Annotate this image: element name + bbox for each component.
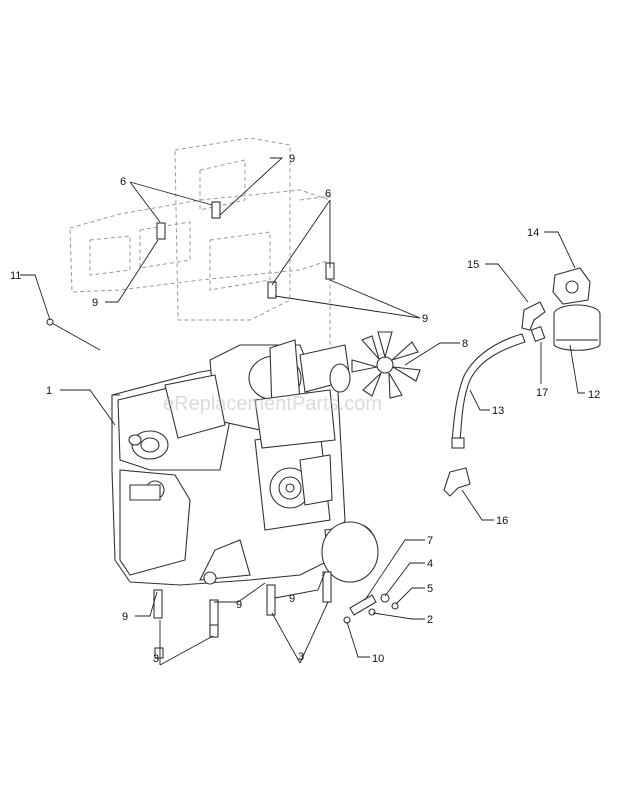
callout-9b: 9 [92, 297, 98, 309]
callout-10: 10 [372, 653, 384, 665]
callout-9e: 9 [236, 599, 242, 611]
callout-12: 12 [588, 389, 600, 401]
callout-15: 15 [467, 259, 479, 271]
small-hardware[interactable] [343, 593, 399, 624]
leader-lines [20, 157, 585, 666]
watermark: eReplacementParts.com [163, 393, 382, 415]
elbow-fitting-16[interactable] [443, 467, 471, 497]
dipstick[interactable] [46, 318, 101, 351]
callout-9c: 9 [422, 313, 428, 325]
filter-base[interactable] [552, 267, 591, 305]
callout-2: 2 [427, 614, 433, 626]
callout-3a: 3 [153, 653, 159, 665]
hydraulic-filter[interactable] [553, 304, 601, 351]
elbow-fitting-15[interactable] [521, 301, 546, 331]
studs[interactable] [156, 201, 335, 299]
callout-7: 7 [427, 535, 433, 547]
callout-17: 17 [536, 387, 548, 399]
callout-8: 8 [462, 338, 468, 350]
callout-4: 4 [427, 558, 433, 570]
pump-drive-flange[interactable] [321, 521, 379, 583]
callout-9d: 9 [122, 611, 128, 623]
hydraulic-hose[interactable] [451, 333, 526, 449]
cooling-fan[interactable] [351, 331, 421, 399]
callout-3b: 3 [298, 651, 304, 663]
callout-1: 1 [46, 385, 52, 397]
callout-13: 13 [492, 405, 504, 417]
callout-11: 11 [10, 270, 21, 282]
callout-6b: 6 [325, 188, 331, 200]
callout-16: 16 [496, 515, 508, 527]
mounting-bolts[interactable] [153, 571, 332, 659]
transmission-housing[interactable] [111, 339, 378, 586]
phantom-engine-outline [69, 137, 331, 350]
callout-6a: 6 [120, 176, 126, 188]
callout-9a: 9 [289, 153, 295, 165]
hose-fitting-17[interactable] [530, 325, 546, 343]
callout-14: 14 [527, 227, 539, 239]
callout-9f: 9 [289, 593, 295, 605]
callout-5: 5 [427, 583, 433, 595]
callout-labels: 6 9 9 6 9 11 1 8 15 14 17 12 13 16 9 9 9… [10, 153, 600, 665]
